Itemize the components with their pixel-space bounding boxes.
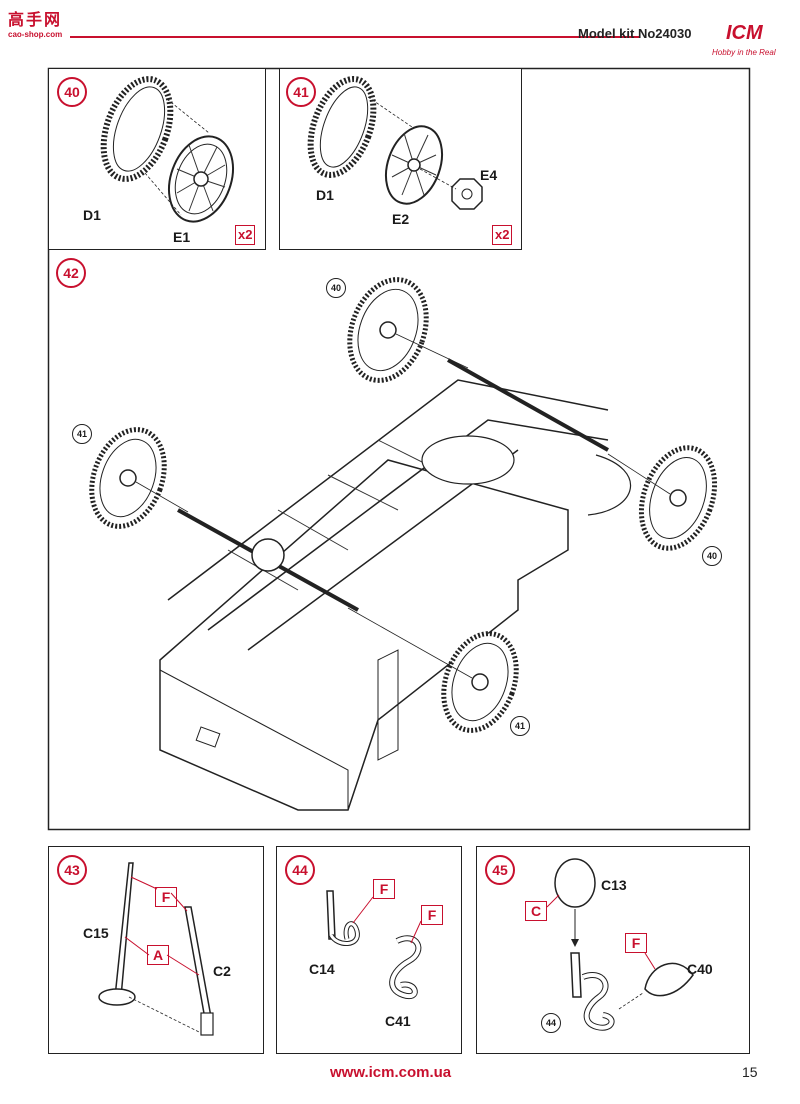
- wheel-front-left: [347, 277, 429, 383]
- hub-assembly-drawing: [307, 76, 483, 210]
- part-label-c40: C40: [687, 961, 713, 977]
- part-label-c2: C2: [213, 963, 231, 979]
- step-40-panel: 40 D1 E1 x2: [48, 68, 266, 250]
- part-label-d1: D1: [83, 207, 101, 223]
- paint-code-f-1: F: [373, 879, 395, 899]
- chassis-drawing: [89, 277, 718, 811]
- step-41-panel: 41 D1 E2 E4 x2: [279, 68, 522, 250]
- icm-logo-name: ICM: [726, 22, 763, 44]
- paint-code-a: A: [147, 945, 169, 965]
- step-44-badge: 44: [285, 855, 315, 885]
- wheel-front-right: [638, 445, 718, 551]
- footer-url: www.icm.com.ua: [330, 1064, 452, 1081]
- part-label-c13: C13: [601, 877, 627, 893]
- part-label-e2: E2: [392, 211, 410, 227]
- paint-code-f: F: [155, 887, 177, 907]
- step-42-badge: 42: [56, 258, 86, 288]
- wheel-assembly-drawing: [100, 76, 234, 223]
- ref-step-40-right: 40: [702, 546, 722, 566]
- paint-code-f: F: [625, 933, 647, 953]
- wheel-rear-left: [89, 427, 167, 529]
- part-label-c14: C14: [309, 961, 335, 977]
- watermark-cn-text: 高手网: [8, 12, 63, 29]
- page-number: 15: [742, 1064, 758, 1080]
- wheel-rear-right: [441, 631, 519, 733]
- step-44-panel: 44 F F C14 C41: [276, 846, 462, 1054]
- part-label-e4: E4: [480, 167, 498, 183]
- step-43-panel: 43 F A C15 C2: [48, 846, 264, 1054]
- paint-code-f-2: F: [421, 905, 443, 925]
- step-43-badge: 43: [57, 855, 87, 885]
- part-label-d1: D1: [316, 187, 334, 203]
- part-label-c41: C41: [385, 1013, 411, 1029]
- ref-step-40-top: 40: [326, 278, 346, 298]
- part-label-c15: C15: [83, 925, 109, 941]
- icm-logo-tagline: Hobby in the Real: [712, 48, 776, 57]
- quantity-badge: x2: [235, 225, 256, 245]
- quantity-badge: x2: [492, 225, 513, 245]
- part-label-e1: E1: [173, 229, 191, 245]
- brake-lever-drawing: [98, 862, 214, 1036]
- step-41-badge: 41: [286, 77, 316, 107]
- icm-logo: ICM Hobby in the Real: [708, 22, 792, 66]
- paint-code-c: C: [525, 901, 547, 921]
- ref-step-41-left: 41: [72, 424, 92, 444]
- step-40-badge: 40: [57, 77, 87, 107]
- step-45-panel: 45 C F C13 C40 44: [476, 846, 750, 1054]
- horn-tube-drawing: [326, 890, 422, 1000]
- model-kit-number: Model kit No24030: [578, 26, 692, 41]
- step-45-badge: 45: [485, 855, 515, 885]
- ref-step-41-bottom: 41: [510, 716, 530, 736]
- step-42-panel: 42: [48, 250, 750, 830]
- watermark-logo: 高手网 cao-shop.com: [8, 6, 78, 39]
- watermark-url: cao-shop.com: [8, 30, 63, 39]
- ref-step-44: 44: [541, 1013, 561, 1033]
- header-rule: [70, 36, 640, 38]
- horn-assembly-drawing: [546, 858, 694, 1031]
